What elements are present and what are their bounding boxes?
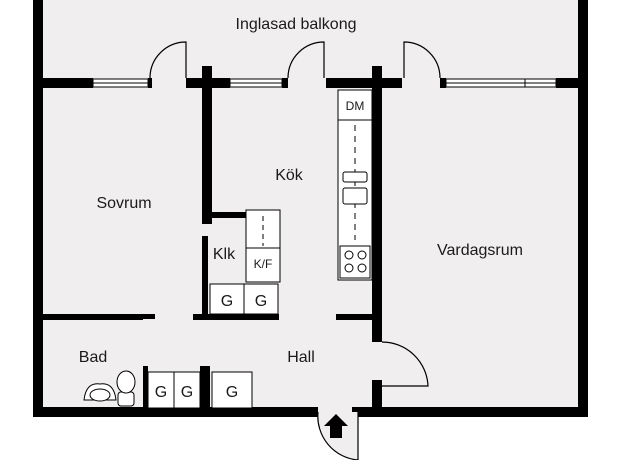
interior-walls [43,66,382,417]
balcony-label: Inglasad balkong [236,16,357,33]
wardrobe-label: G [226,384,238,401]
bathroom-fixtures [83,370,136,407]
bath-partition [37,318,143,320]
wardrobe-label: G [255,293,267,310]
wardrobe-label: G [181,384,193,401]
bedroom-label: Sovrum [96,195,151,212]
entrance-arrow-icon [324,414,348,438]
wardrobe-label: G [155,384,167,401]
wardrobe-label: G [221,293,233,310]
outer-walls [33,0,588,417]
wardrobes [147,283,279,409]
hall-label: Hall [287,349,315,366]
fridge-freezer-label: K/F [254,257,273,271]
dishwasher-label: DM [346,99,365,113]
kitchen-label: Kök [275,167,304,184]
kitchen-counter [337,89,373,281]
living-room-label: Vardagsrum [437,242,523,259]
closet-label: Klk [213,246,236,263]
bathroom-label: Bad [79,349,107,366]
windows [92,78,557,88]
fridge-freezer [245,209,281,283]
